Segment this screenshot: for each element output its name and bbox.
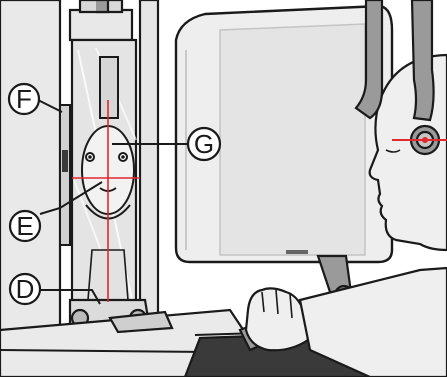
callout-f: F xyxy=(9,84,39,114)
callout-g: G xyxy=(188,128,220,160)
callout-e: E xyxy=(10,211,40,241)
callout-label: D xyxy=(16,274,35,304)
mirror-column-top xyxy=(70,0,132,40)
callout-label: F xyxy=(16,84,32,114)
callout-d: D xyxy=(10,274,40,304)
callout-label: G xyxy=(194,129,214,159)
callout-label: E xyxy=(16,211,33,241)
